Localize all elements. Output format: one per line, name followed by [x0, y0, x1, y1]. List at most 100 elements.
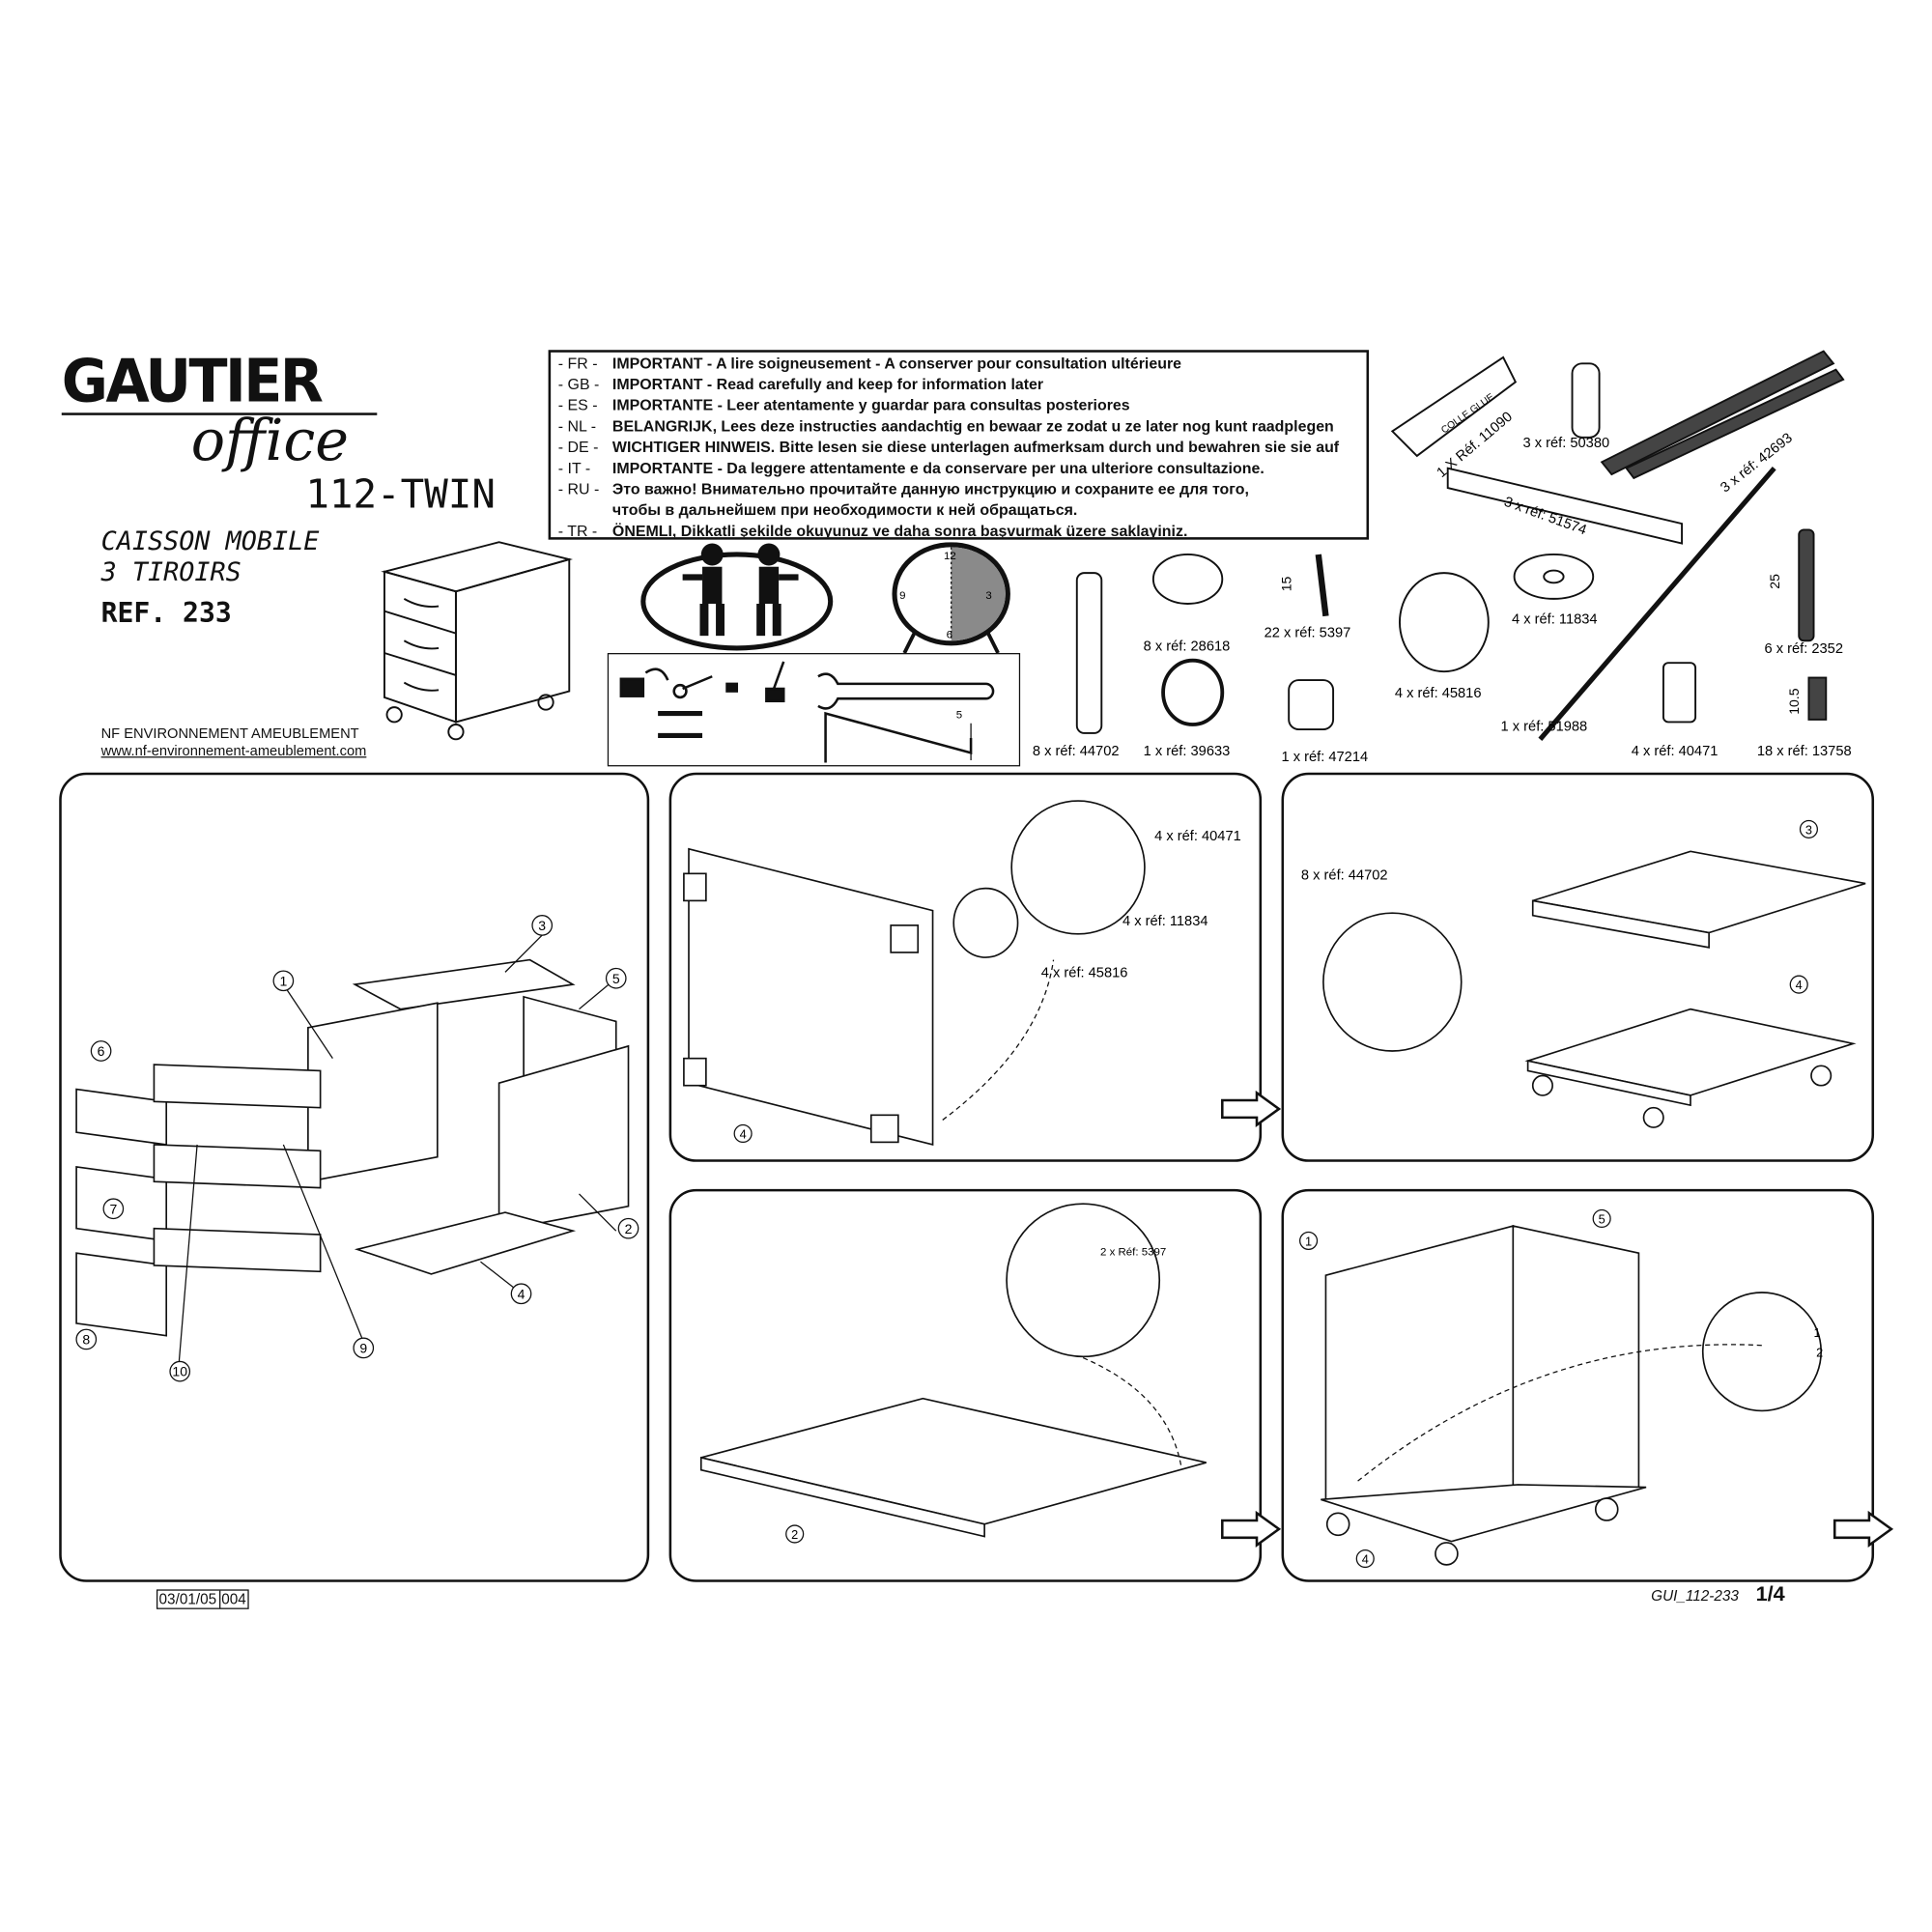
clock-9: 9: [899, 590, 905, 602]
part-label-2352: 6 x réf: 2352: [1765, 641, 1843, 657]
clock-icon: 12 3 6 9: [892, 542, 1010, 654]
part-label-50380: 3 x réf: 50380: [1523, 436, 1610, 451]
note-5397: 2 x Réf: 5397: [1100, 1247, 1166, 1259]
notice-row: - NL - BELANGRIJK, Lees deze instructies …: [558, 416, 1367, 438]
callout-circle: [90, 1040, 112, 1062]
connector-bolt-icon: [1075, 572, 1103, 734]
callout-circle: [531, 915, 554, 936]
callout-circle: [75, 1328, 98, 1350]
parts-drawings: COLLE GLUE 1 X Réf. 11090 3 x réf: 50380…: [1033, 350, 1852, 765]
note-11834: 4 x réf: 11834: [1122, 914, 1208, 929]
language-code: - DE -: [557, 439, 599, 456]
callout-circle: [617, 1217, 639, 1239]
handle-icon: [1446, 467, 1684, 545]
language-code: - GB -: [557, 376, 600, 393]
callout-5: 5: [612, 971, 620, 986]
notice-row: - IT - IMPORTANTE - Da leggere attentamen…: [558, 458, 1367, 479]
notice-row: - TR -ÖNEMLI, Dikkatli şekilde okuyunuz …: [558, 522, 1367, 540]
callout-circle: [353, 1337, 375, 1359]
part-label-45816: 4 x réf: 45816: [1395, 686, 1482, 701]
dim-2352: 25: [1767, 574, 1782, 589]
page-number: 1/4: [1755, 1581, 1785, 1605]
product-title: CAISSON MOBILE 3 TIROIRS: [101, 526, 320, 588]
product-illustration: [381, 541, 574, 741]
notice-text: Это важно! Внимательно прочитайте данную…: [611, 480, 1249, 498]
certification-label: NF ENVIRONNEMENT AMEUBLEMENT: [100, 726, 359, 742]
part-label-44702: 8 x réf: 44702: [1033, 744, 1120, 759]
product-ref: REF. 233: [100, 598, 232, 630]
notice-row: - ES - IMPORTANTE - Leer atentamente y gu…: [558, 395, 1367, 416]
brand-logo: GAUTIER: [61, 345, 324, 416]
callout-circle: [272, 970, 295, 992]
ring-icon: [1161, 658, 1225, 726]
part-label-28618: 8 x réf: 28618: [1144, 639, 1231, 654]
two-person-icon: [640, 543, 834, 651]
drawer-runner-icon: [1600, 350, 1835, 476]
callout-circle: [169, 1360, 191, 1382]
next-page-arrow-icon[interactable]: [1833, 1510, 1894, 1548]
callout-2: 2: [791, 1527, 798, 1542]
part-label-11834: 4 x réf: 11834: [1512, 611, 1598, 627]
language-code: - RU -: [557, 480, 600, 498]
clock-6: 6: [947, 630, 952, 641]
brand-sub: office: [190, 406, 349, 473]
certification-link[interactable]: www.nf-environnement-ameublement.com: [100, 744, 367, 759]
language-code: - ES -: [557, 396, 598, 414]
callout-3: 3: [538, 918, 546, 933]
revision: 004: [218, 1590, 246, 1608]
callout-4: 4: [518, 1286, 526, 1301]
clock-3: 3: [985, 590, 991, 602]
callout-6: 6: [98, 1043, 105, 1059]
date: 03/01/05: [158, 1590, 217, 1608]
dim-13758: 10.5: [1786, 688, 1802, 714]
allen-key-size: 5: [956, 710, 962, 722]
note-44702: 8 x réf: 44702: [1301, 868, 1388, 884]
callout-circle: [605, 967, 627, 989]
notice-row: - RU - Это важно! Внимательно прочитайте …: [558, 479, 1367, 500]
notice-text: IMPORTANT - Read carefully and keep for …: [611, 376, 1044, 393]
notice-row: - DE - WICHTIGER HINWEIS. Bitte lesen sie…: [558, 438, 1367, 459]
notice-text: IMPORTANT - A lire soigneusement - A con…: [611, 355, 1182, 373]
clock-12: 12: [944, 551, 956, 562]
notice-row: - GB - IMPORTANT - Read carefully and kee…: [558, 375, 1367, 396]
notice-text: IMPORTANTE - Da leggere attentamente e d…: [611, 459, 1264, 477]
callout-4: 4: [1796, 978, 1803, 992]
language-code: - IT -: [557, 459, 591, 477]
notice-text: IMPORTANTE - Leer atentamente y guardar …: [611, 396, 1130, 414]
language-code: - NL -: [557, 417, 597, 436]
notice-text: WICHTIGER HINWEIS. Bitte lesen sie diese…: [611, 439, 1340, 456]
notice-row: чтобы в дальнейшем при необходимости к н…: [558, 500, 1367, 522]
tools-icon: 5: [619, 661, 995, 763]
notice-text: чтобы в дальнейшем при необходимости к н…: [611, 501, 1078, 519]
bolt-icon: [1798, 528, 1815, 642]
callout-1: 1: [1305, 1235, 1312, 1249]
lock-icon: [1288, 679, 1335, 731]
callout-4: 4: [1362, 1552, 1369, 1567]
logo-divider: [61, 412, 378, 415]
callout-8: 8: [82, 1332, 90, 1348]
step-panel-assembly: 1 2 1 4 5: [1281, 1188, 1875, 1582]
callout-5: 5: [1599, 1212, 1605, 1227]
language-code: - FR -: [557, 355, 598, 373]
callout-7: 7: [109, 1201, 117, 1216]
callout-3: 3: [1805, 823, 1812, 838]
part-label-47214: 1 x réf: 47214: [1282, 750, 1369, 765]
notice-text: BELANGRIJK, Lees deze instructies aandac…: [611, 417, 1334, 436]
step-num-1: 1: [1814, 1325, 1821, 1340]
step-num-2: 2: [1816, 1345, 1823, 1359]
notice-text: ÖNEMLI, Dikkatli şekilde okuyunuz ve dah…: [611, 522, 1188, 540]
dowel-icon: [1571, 362, 1601, 439]
dim-5397: 15: [1279, 576, 1294, 591]
doc-code: GUI_112-233: [1651, 1586, 1739, 1605]
callout-1: 1: [279, 973, 287, 988]
product-title-line2: 3 TIROIRS: [100, 556, 242, 587]
part-label-40471: 4 x réf: 40471: [1632, 744, 1719, 759]
note-45816: 4 x réf: 45816: [1041, 965, 1128, 980]
step-panel-screws: 2 x Réf: 5397 2: [668, 1188, 1263, 1582]
part-label-5397: 22 x réf: 5397: [1264, 625, 1351, 640]
next-arrow-icon: [1221, 1510, 1282, 1548]
callout-circle: [510, 1283, 532, 1305]
callout-circle: [102, 1198, 125, 1220]
